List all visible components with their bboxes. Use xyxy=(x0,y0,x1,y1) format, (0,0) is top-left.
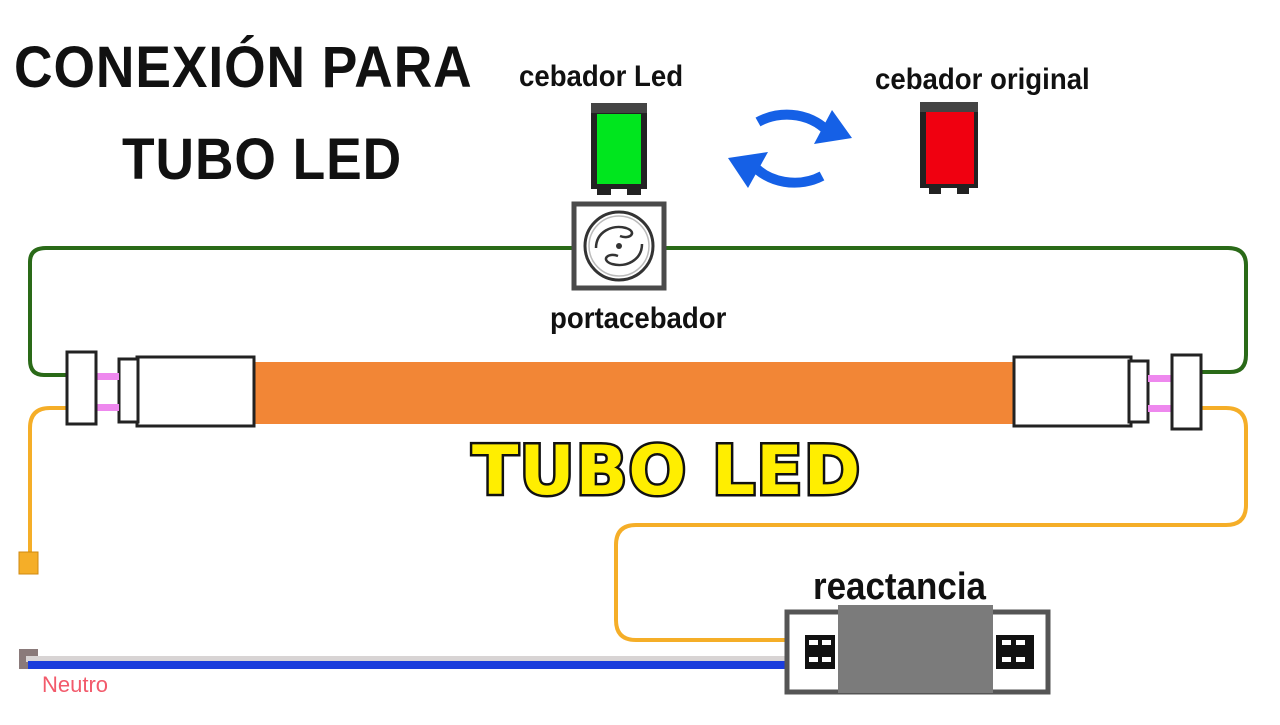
arrow-head-right xyxy=(814,110,852,144)
lampholder-right xyxy=(1170,353,1203,431)
title-line-2: TUBO LED xyxy=(122,127,403,192)
ballast-terminals xyxy=(809,640,1025,662)
ballast-body xyxy=(838,605,993,693)
tube-cap-left xyxy=(135,355,256,428)
neutral-label: Neutro xyxy=(42,672,109,697)
starter-holder-label: portacebador xyxy=(550,302,727,335)
lampholder-left xyxy=(65,350,98,426)
tube-title: TUBO LED xyxy=(469,430,862,514)
tube-cap-right xyxy=(1012,355,1133,428)
arrow-head-left xyxy=(728,152,768,188)
orange-wire xyxy=(28,406,1248,642)
swap-arrows-icon xyxy=(748,109,834,188)
starter-original-label: cebador original xyxy=(875,63,1090,96)
led-tube xyxy=(117,355,1150,428)
ballast-label: reactancia xyxy=(813,566,986,608)
starter-led-label: cebador Led xyxy=(519,60,684,93)
original-starter-icon xyxy=(920,102,978,194)
green-wire xyxy=(28,246,1248,377)
led-starter-icon xyxy=(591,103,647,195)
phase-terminal xyxy=(18,551,39,575)
tube-body xyxy=(252,362,1016,424)
title-line-1: CONEXIÓN PARA xyxy=(14,35,473,100)
ballast xyxy=(784,605,1051,695)
starter-holder-icon xyxy=(571,201,667,291)
tube-pins xyxy=(96,373,1172,412)
